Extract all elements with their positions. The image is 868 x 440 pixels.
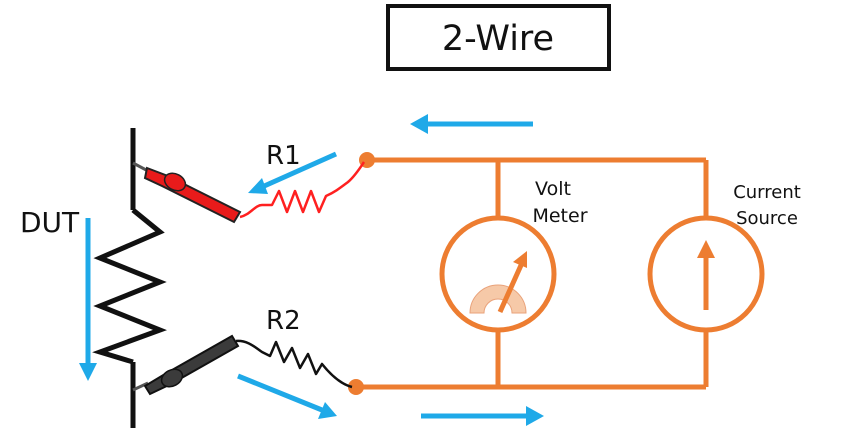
black-probe [132,334,240,396]
arrow-left-top-icon [410,114,533,134]
r1-lead-resistor-icon [239,161,366,219]
black-probe-guard [160,368,184,388]
arrow-r2-icon [237,373,337,419]
bottom-terminal [348,379,364,395]
voltmeter-circle [439,215,557,333]
current-flow-arrows [79,114,544,426]
dut-label: DUT [20,206,80,239]
black-probe-tip [132,381,149,392]
r2-label: R2 [266,306,301,336]
voltmeter-needle-tip [513,251,527,268]
circuit-wires [356,157,709,390]
current-source-label-line2: Source [736,208,798,229]
arrow-right-bottom-icon [421,406,544,426]
arrow-dut-down-icon [79,218,97,381]
dut-zigzag-icon [92,208,167,365]
r2-lead-resistor-icon [235,339,353,389]
voltmeter-dial-icon [469,284,527,314]
title-box: 2-Wire [386,4,611,71]
diagram-title: 2-Wire [442,19,554,59]
black-probe-body-icon [143,334,240,396]
volt-meter [439,215,557,333]
r1-label: R1 [266,141,301,171]
current-source [647,215,765,333]
current-source-arrow-up-icon [697,240,715,258]
voltmeter-label-line2: Meter [532,205,587,227]
red-probe-body-icon [143,166,242,224]
current-source-label-line1: Current [733,182,801,203]
red-probe-guard [163,172,187,192]
voltmeter-label-line1: Volt [535,178,571,200]
dut-resistor [92,128,167,428]
title-frame [386,4,611,71]
arrow-r1-icon [248,151,338,194]
voltmeter-needle-icon [497,261,525,314]
red-probe [132,161,242,224]
